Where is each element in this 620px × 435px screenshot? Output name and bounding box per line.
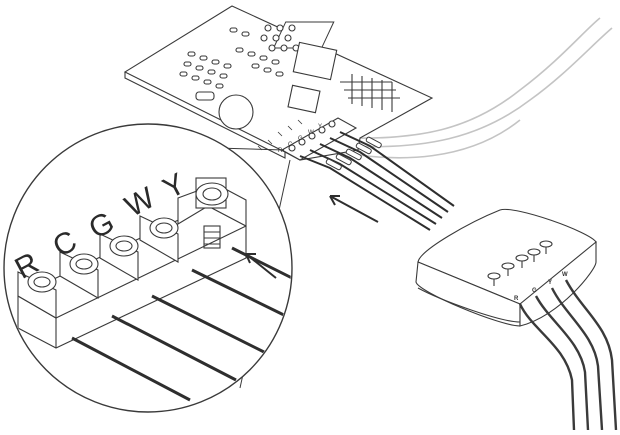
adapter-module: R G Y W	[416, 209, 596, 326]
adapter-terminal-label: R	[514, 296, 519, 302]
board-terminal-label: W	[308, 130, 314, 136]
wire	[552, 288, 602, 430]
board-slot	[196, 92, 214, 100]
insert-arrow-icon	[330, 196, 378, 222]
board-terminal-label: Y	[318, 124, 322, 130]
terminal-screw	[150, 218, 178, 238]
adapter-terminal-label: G	[532, 288, 537, 294]
adapter-terminal-label: Y	[548, 280, 552, 286]
zoom-magnifier: R C G W Y	[4, 124, 300, 412]
adapter-terminal-label: W	[562, 272, 568, 278]
terminal-screw	[110, 236, 138, 256]
board-terminal-label: C	[288, 142, 293, 148]
board-terminal-label: G	[298, 136, 303, 142]
board-round-component	[219, 95, 253, 129]
board-terminal-label: R	[278, 148, 283, 154]
